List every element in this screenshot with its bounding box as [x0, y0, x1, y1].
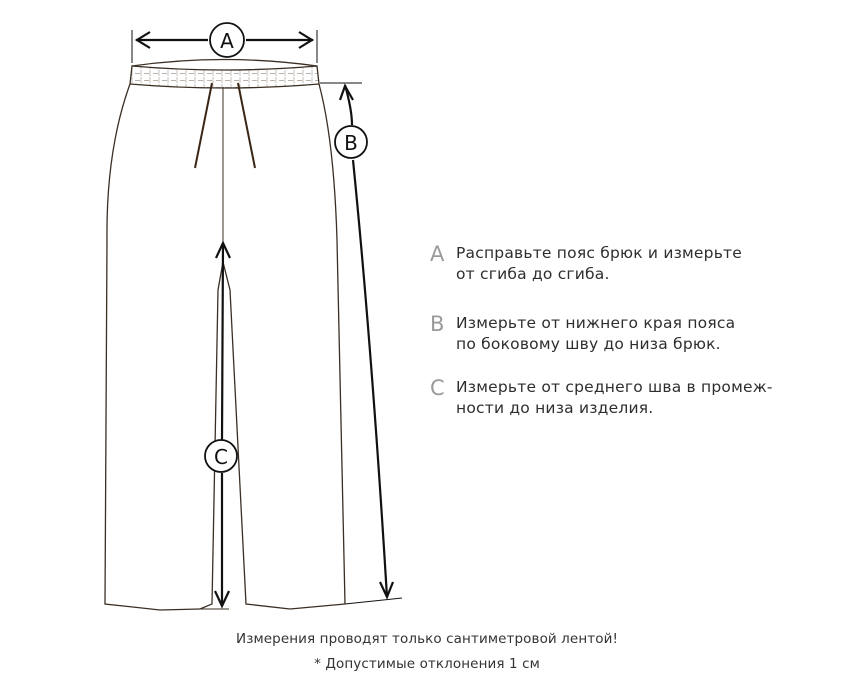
- marker-a-label: A: [220, 29, 234, 53]
- trousers-outline: [104, 58, 346, 611]
- marker-c-circle: [204, 439, 238, 473]
- step-letter: C: [430, 376, 445, 400]
- step-text: Расправьте пояс брюк и измерьте от сгиба…: [456, 244, 743, 283]
- marker-b-label: B: [344, 131, 358, 155]
- instructions-list: A Расправьте пояс брюк и измерьте от сги…: [430, 243, 830, 447]
- measure-arrow-a: [131, 22, 318, 63]
- waistband: [129, 65, 320, 89]
- measurement-note: Измерения проводят только сантиметровой …: [236, 631, 618, 647]
- step-text: Измерьте от нижнего края пояса по боково…: [456, 314, 736, 353]
- marker-a-circle: [209, 22, 245, 58]
- marker-c-label: C: [214, 445, 228, 469]
- step-text: Измерьте от среднего шва в промеж- ности…: [456, 378, 773, 417]
- measure-arrow-b: [320, 82, 403, 605]
- right-inseam: [222, 261, 346, 610]
- right-leg-outline: [318, 83, 346, 605]
- measure-arrow-c: [204, 240, 238, 609]
- instruction-c: C Измерьте от среднего шва в промеж- нос…: [430, 377, 830, 419]
- step-letter: A: [430, 242, 445, 266]
- step-letter: B: [430, 312, 445, 336]
- marker-b-circle: [334, 125, 368, 159]
- left-leg-outline: [104, 83, 201, 611]
- instruction-a: A Расправьте пояс брюк и измерьте от сги…: [430, 243, 830, 285]
- drawstrings: [194, 82, 256, 169]
- left-inseam: [199, 261, 224, 610]
- tolerance-note: * Допустимые отклонения 1 см: [314, 656, 540, 672]
- instruction-b: B Измерьте от нижнего края пояса по боко…: [430, 313, 830, 355]
